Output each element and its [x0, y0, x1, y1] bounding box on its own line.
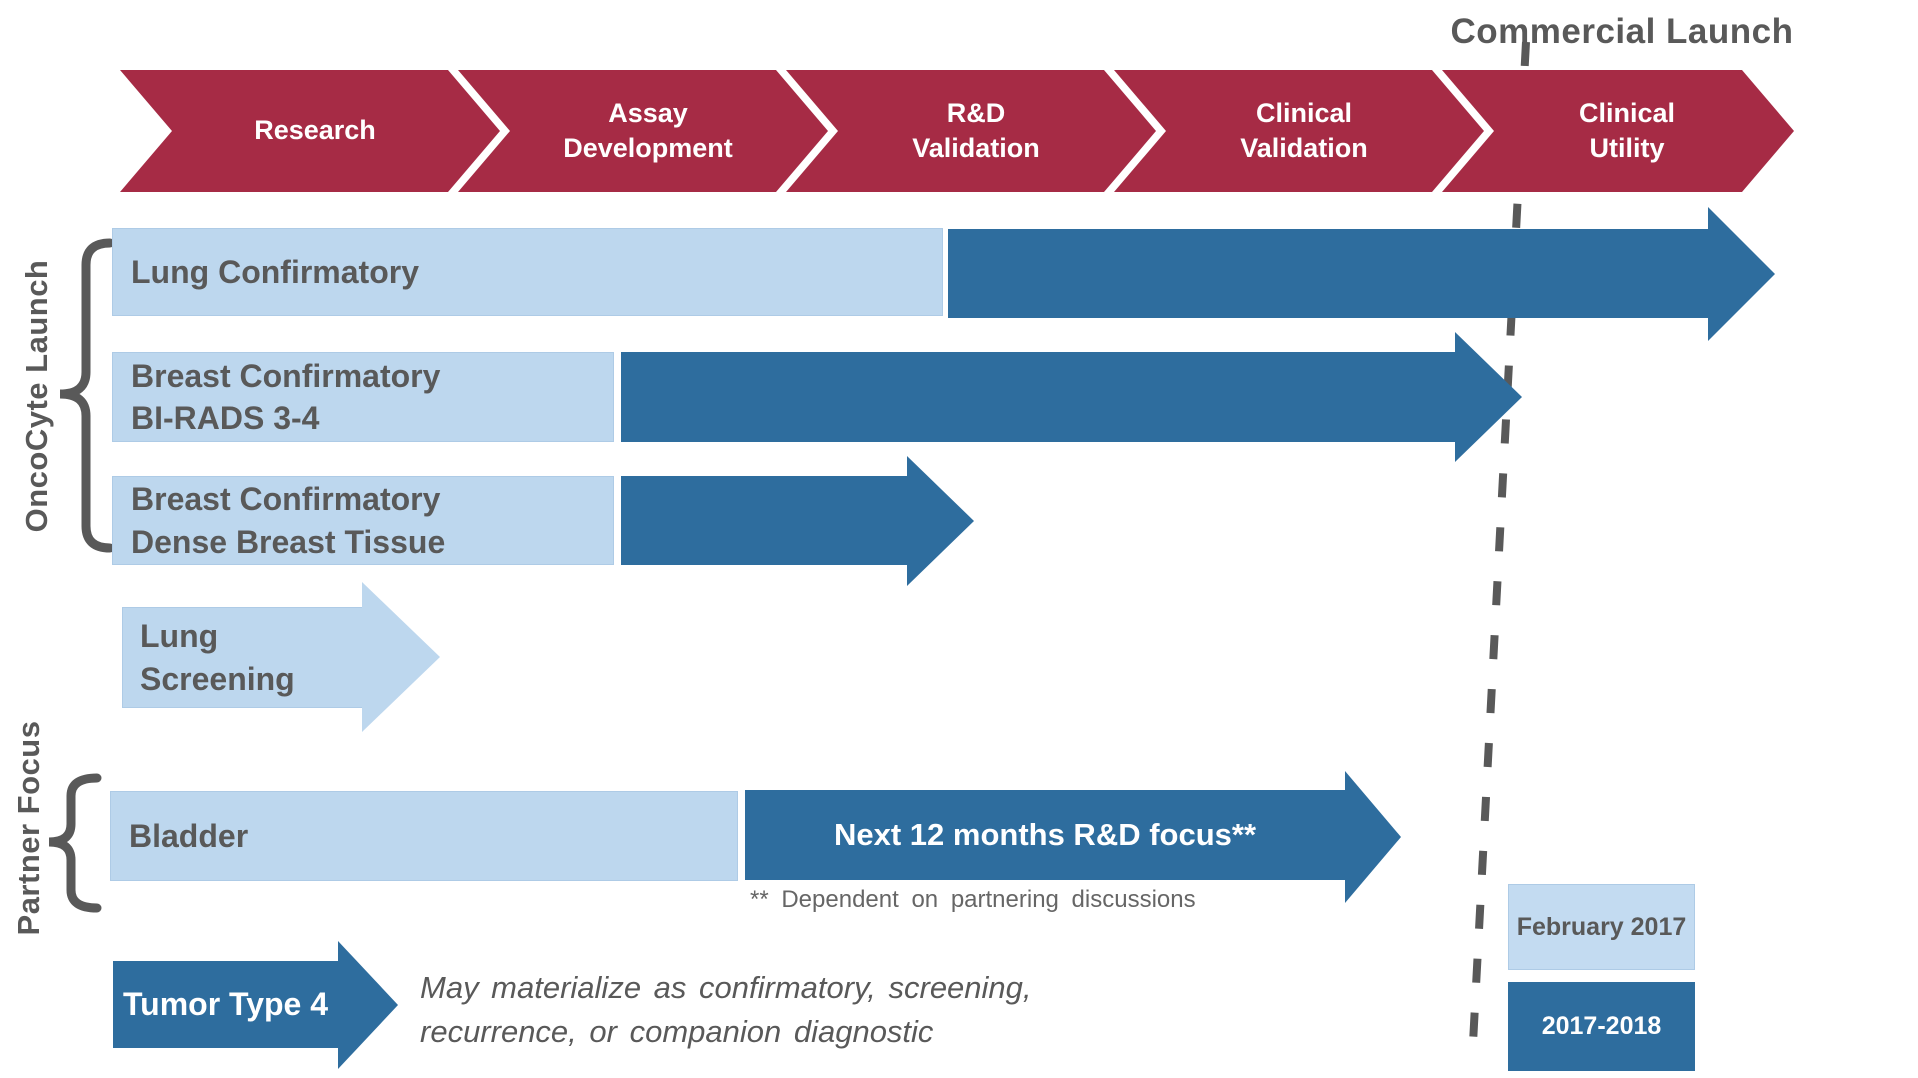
tumor-type4-label: Tumor Type 4: [122, 986, 329, 1022]
stage-label-rd-validation: R&D Validation: [912, 97, 1040, 163]
commercial-launch-dashed-line: [1468, 41, 1530, 1063]
lung-confirmatory-2017-2018-bar: [948, 229, 1708, 318]
bladder-arrowhead: [1345, 771, 1401, 903]
breast-birads-feb2017-bar: Breast Confirmatory BI-RADS 3-4: [112, 352, 614, 442]
legend-2017-2018-label: 2017-2018: [1541, 1012, 1662, 1040]
oncocyte-launch-brace: [59, 238, 115, 553]
breast-dense-label: Breast Confirmatory Dense Breast Tissue: [131, 481, 446, 560]
bladder-arrow-text: Next 12 months R&D focus**: [833, 817, 1257, 852]
stage-label-assay-development: Assay Development: [563, 97, 733, 163]
legend-february-2017-label: February 2017: [1516, 912, 1687, 941]
stage-chevron-clinical-utility: [1442, 70, 1794, 192]
stage-chevron-rd-validation: [786, 70, 1156, 192]
breast-dense-feb2017-bar: Breast Confirmatory Dense Breast Tissue: [112, 476, 614, 565]
partnering-footnote: ** Dependent on partnering discussions: [750, 886, 1196, 913]
stage-label-research: Research: [254, 115, 376, 146]
breast-birads-2017-2018-bar: [621, 352, 1455, 442]
stage-chevron-research: [120, 70, 500, 192]
breast-birads-arrowhead: [1455, 332, 1522, 462]
lung-confirmatory-label: Lung Confirmatory: [131, 253, 419, 290]
group-label-oncocyte-launch: OncoCyte Launch: [19, 259, 54, 533]
stage-label-clinical-validation: Clinical Validation: [1240, 97, 1368, 163]
stage-chevron-clinical-validation: [1114, 70, 1484, 192]
tumor-type4-bar: Tumor Type 4: [113, 961, 338, 1048]
tumor-type4-arrowhead: [338, 941, 398, 1069]
tumor-type4-note: May materialize as confirmatory, screeni…: [420, 970, 1032, 1050]
bladder-label: Bladder: [129, 817, 249, 854]
breast-birads-label: Breast Confirmatory BI-RADS 3-4: [131, 357, 441, 436]
breast-dense-2017-2018-bar: [621, 476, 907, 565]
stage-chevron-assay-development: [458, 70, 828, 192]
lung-screening-label: Lung Screening: [140, 618, 295, 697]
lung-confirmatory-feb2017-bar: Lung Confirmatory: [112, 228, 943, 316]
legend-february-2017: February 2017: [1508, 884, 1695, 970]
breast-dense-arrowhead: [907, 456, 974, 586]
bladder-2017-2018-bar: Next 12 months R&D focus**: [745, 790, 1345, 880]
lung-screening-arrowhead: [362, 582, 440, 732]
lung-confirmatory-arrowhead: [1708, 207, 1775, 341]
lung-screening-feb2017-bar: [122, 607, 362, 708]
legend-2017-2018: 2017-2018: [1508, 982, 1695, 1071]
bladder-feb2017-bar: Bladder: [110, 791, 738, 881]
partner-focus-brace: [48, 773, 102, 913]
stage-label-clinical-utility: Clinical Utility: [1578, 97, 1676, 163]
commercial-launch-label: Commercial Launch: [1450, 12, 1794, 51]
group-label-partner-focus: Partner Focus: [11, 720, 46, 936]
